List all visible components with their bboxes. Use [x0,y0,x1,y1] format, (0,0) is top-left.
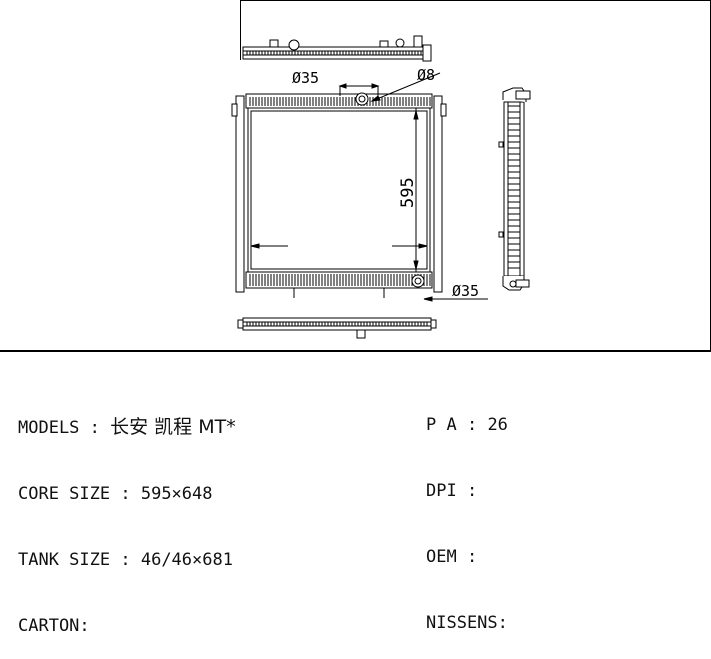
top-view [242,35,432,62]
spec-sep: : [456,547,488,567]
spec-label: DPI [426,481,457,501]
top-tank-ribs [246,51,428,55]
spec-row-nissens: NISSENS: [426,612,508,634]
spec-sep: : [110,484,141,504]
dimension-lines [250,72,488,302]
spec-label: MODELS [18,418,80,438]
spec-sep: : [497,613,508,633]
spec-left-column: MODELS : 长安 凯程 MT* CORE SIZE : 595×648 T… [18,372,236,659]
spec-sep: : [456,481,488,501]
spec-value-pa: 26 [487,415,508,435]
spec-row-models: MODELS : 长安 凯程 MT* [18,416,236,439]
dim-small-hole: Ø8 [417,66,435,84]
spec-row-tank-size: TANK SIZE : 46/46×681 [18,549,236,571]
dim-top-hole: Ø35 [292,69,319,87]
spec-label: CARTON [18,616,80,636]
spec-label: TANK SIZE [18,550,111,570]
spec-sep: : [79,418,111,438]
bottom-view [237,317,437,339]
spec-label: NISSENS [426,613,498,633]
spec-sep: : [79,616,90,636]
spec-right-column: P A : 26 DPI : OEM : NISSENS: [426,370,508,656]
front-view [231,92,447,298]
spec-row-dpi: DPI : [426,480,508,502]
spec-value-tank-size: 46/46×681 [140,550,233,570]
spec-row-carton: CARTON: [18,615,236,637]
spec-value-core-size: 595×648 [140,484,213,504]
dim-bottom-hole: Ø35 [452,282,479,300]
spec-label: OEM [426,547,457,567]
spec-sep: : [456,415,488,435]
spec-value-models: 长安 凯程 MT* [110,416,236,438]
spec-label: P A [426,415,457,435]
spec-label: CORE SIZE [18,484,111,504]
spec-sep: : [110,550,141,570]
dim-height: 595 [398,177,418,208]
spec-row-oem: OEM : [426,546,508,568]
radiator-technical-drawing: Ø35 Ø8 595 Ø35 [0,0,711,352]
spec-row-core-size: CORE SIZE : 595×648 [18,483,236,505]
spec-row-pa: P A : 26 [426,414,508,436]
side-view [498,87,531,291]
